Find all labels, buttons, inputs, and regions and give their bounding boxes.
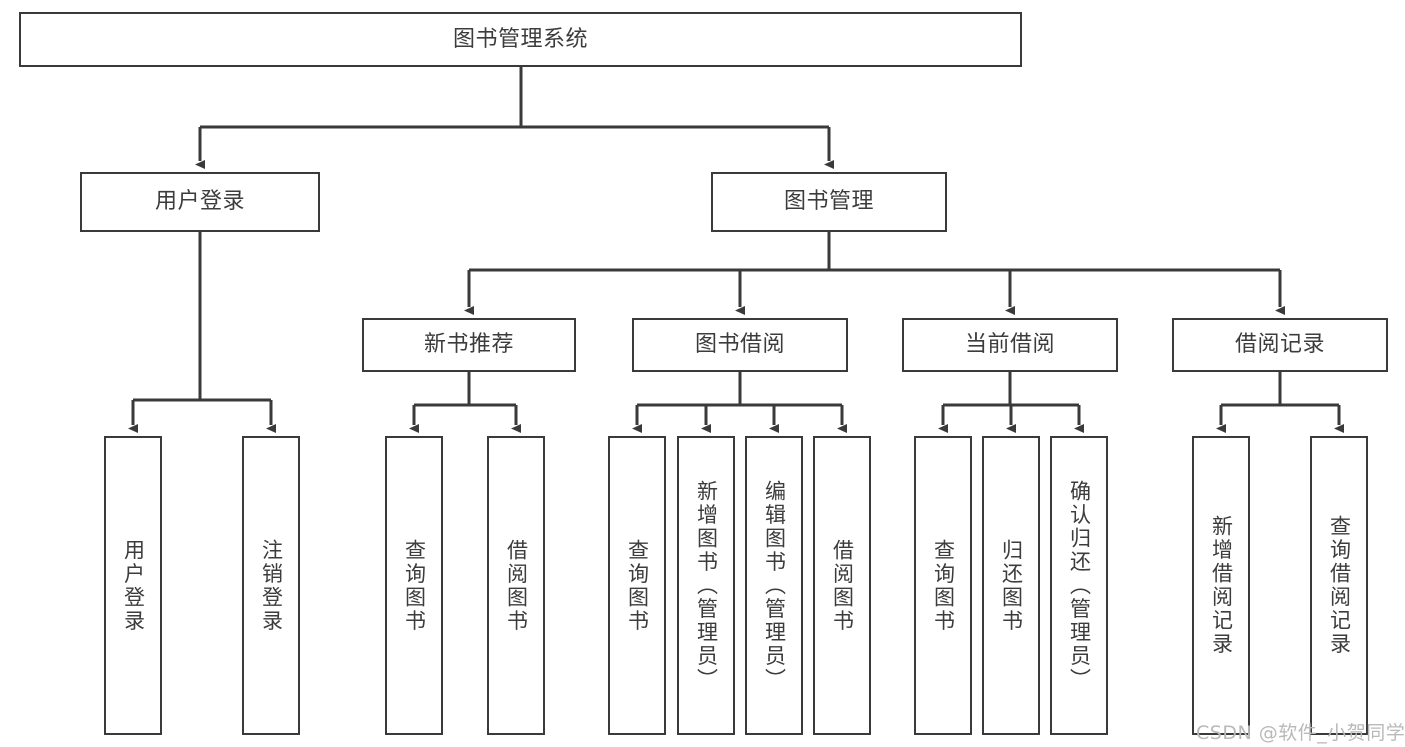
node-label: 注销登录 [259, 538, 284, 633]
node-label: 用户登录 [154, 189, 245, 215]
node-label: 编辑图书（管理员） [762, 479, 787, 692]
node-label: 借阅图书 [504, 538, 529, 633]
node-label: 归还图书 [999, 538, 1024, 633]
node-leaf-cur-1[interactable]: 查询图书 [914, 436, 972, 735]
node-leaf-new-2[interactable]: 借阅图书 [487, 436, 545, 735]
node-root[interactable]: 图书管理系统 [19, 12, 1022, 67]
node-leaf-rec-2[interactable]: 查询借阅记录 [1310, 436, 1368, 735]
node-label: 图书管理系统 [452, 26, 588, 52]
node-leaf-borrow-1[interactable]: 查询图书 [608, 436, 666, 735]
node-leaf-borrow-2[interactable]: 新增图书（管理员） [677, 436, 735, 735]
node-label: 查询借阅记录 [1327, 515, 1352, 656]
node-label: 查询图书 [625, 538, 650, 633]
node-label: 确认归还（管理员） [1067, 479, 1092, 692]
node-label: 借阅图书 [830, 538, 855, 633]
node-leaf-cur-2[interactable]: 归还图书 [982, 436, 1040, 735]
node-records[interactable]: 借阅记录 [1172, 318, 1388, 372]
node-label: 借阅记录 [1234, 332, 1325, 358]
node-label: 新书推荐 [423, 332, 514, 358]
node-label: 当前借阅 [964, 332, 1055, 358]
node-leaf-borrow-4[interactable]: 借阅图书 [813, 436, 871, 735]
node-current[interactable]: 当前借阅 [902, 318, 1118, 372]
node-leaf-login-1[interactable]: 用户登录 [104, 436, 162, 735]
node-label: 图书管理 [783, 189, 874, 215]
node-leaf-borrow-3[interactable]: 编辑图书（管理员） [745, 436, 803, 735]
node-borrow[interactable]: 图书借阅 [632, 318, 848, 372]
node-bookmgmt[interactable]: 图书管理 [711, 172, 947, 232]
node-label: 查询图书 [931, 538, 956, 633]
node-leaf-rec-1[interactable]: 新增借阅记录 [1192, 436, 1250, 735]
node-leaf-cur-3[interactable]: 确认归还（管理员） [1050, 436, 1108, 735]
watermark-text: CSDN @软件_小贺同学 [1196, 722, 1405, 744]
node-label: 用户登录 [121, 538, 146, 633]
node-label: 新增借阅记录 [1209, 515, 1234, 656]
node-label: 新增图书（管理员） [694, 479, 719, 692]
node-leaf-login-2[interactable]: 注销登录 [242, 436, 300, 735]
node-label: 查询图书 [402, 538, 427, 633]
node-label: 图书借阅 [694, 332, 785, 358]
node-leaf-new-1[interactable]: 查询图书 [385, 436, 443, 735]
node-login[interactable]: 用户登录 [80, 172, 320, 232]
node-newbook[interactable]: 新书推荐 [362, 318, 576, 372]
